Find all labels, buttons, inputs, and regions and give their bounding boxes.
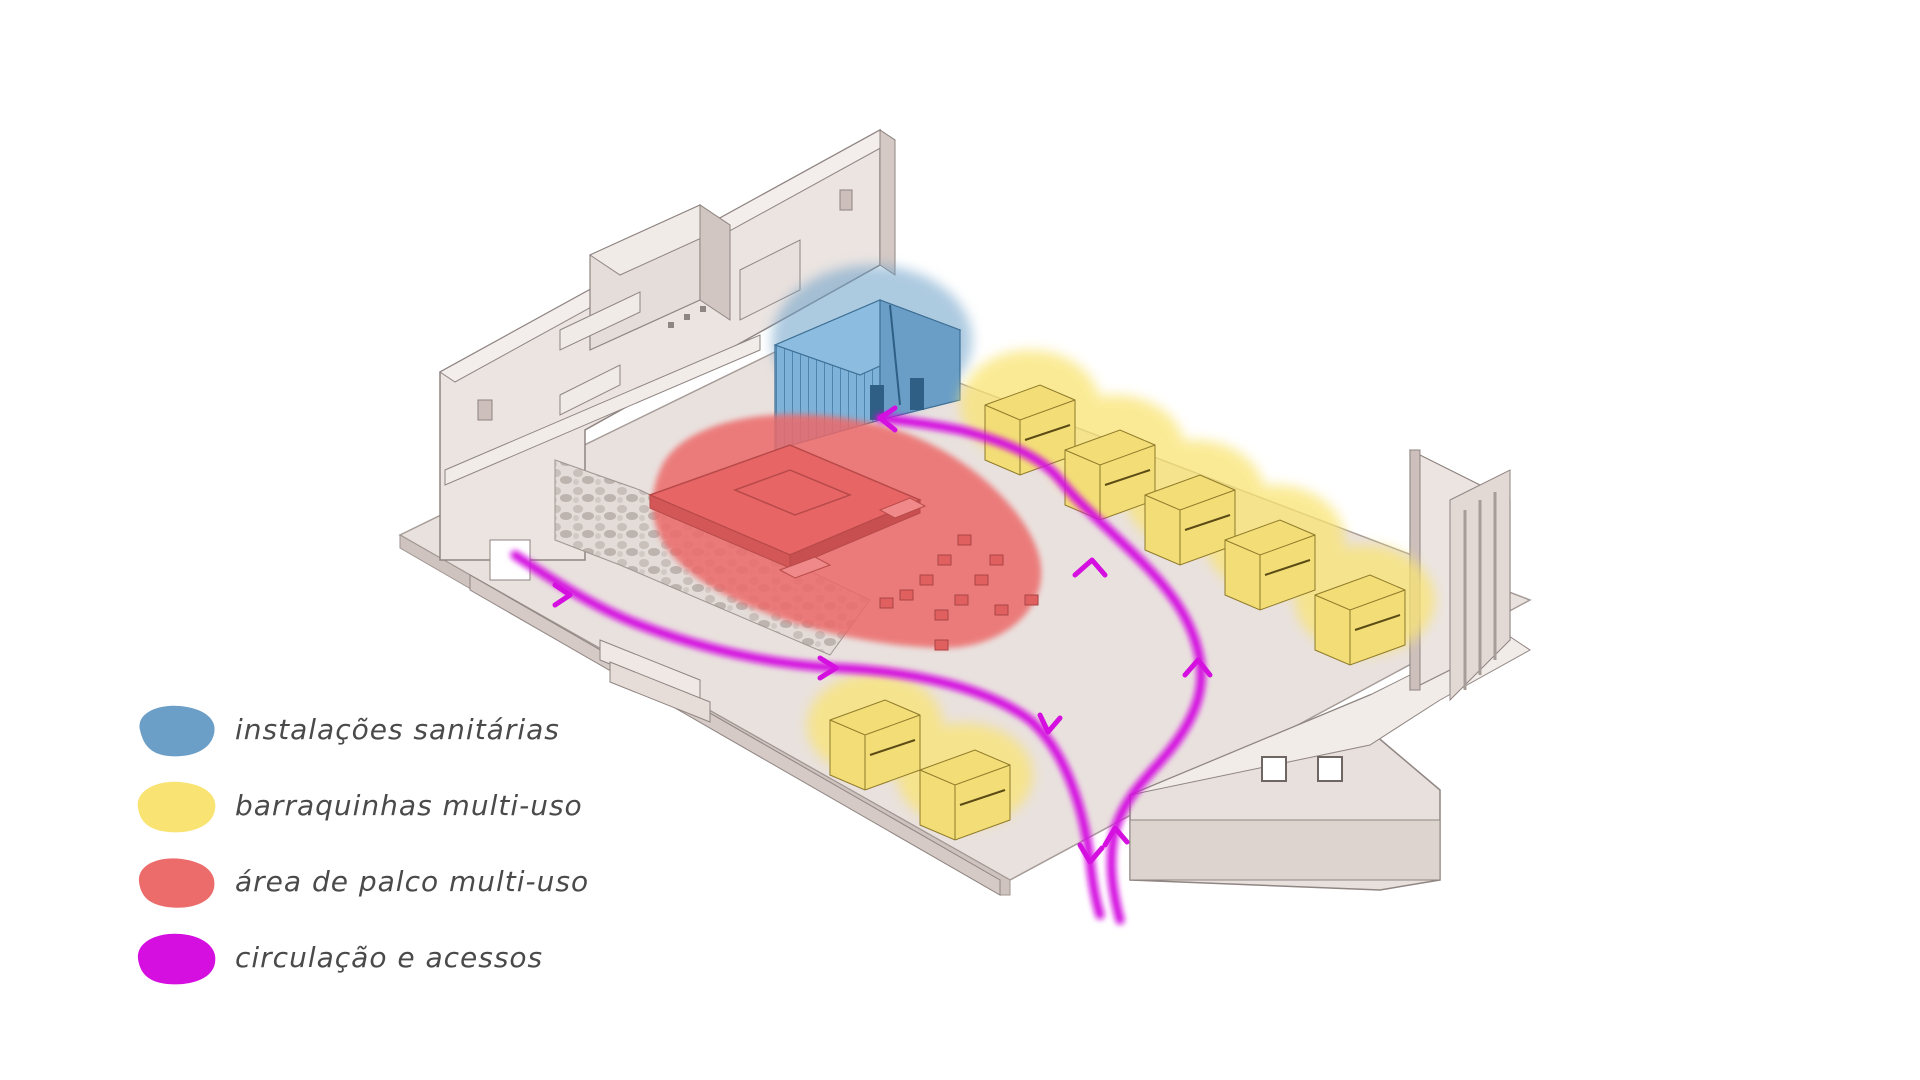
balcony	[559, 291, 641, 351]
right-building	[1129, 449, 1531, 891]
circulation-arrow	[1182, 657, 1213, 678]
seat-block	[919, 574, 934, 586]
legend-label: circulação e acessos	[235, 941, 544, 974]
stall	[1224, 519, 1316, 611]
stage-seating	[879, 534, 1039, 651]
circulation-arrow	[1102, 825, 1130, 848]
sanitary-partition	[889, 304, 901, 406]
stall	[1064, 429, 1156, 521]
stall	[1144, 474, 1236, 566]
upper-volume-side	[699, 204, 731, 321]
stall-counter	[1264, 559, 1311, 576]
legend-swatch-stalls	[137, 781, 216, 833]
legend-blob	[137, 933, 216, 985]
legend-blob	[137, 781, 216, 833]
stage-step	[878, 497, 927, 519]
stall-box	[919, 749, 1011, 841]
window	[700, 306, 706, 312]
legend-swatch-stage	[138, 858, 215, 908]
stall-counter	[1104, 469, 1151, 486]
stalls-zone	[807, 350, 1435, 841]
seat-block	[879, 597, 894, 609]
stall-box	[1224, 519, 1316, 611]
balcony-lower	[559, 364, 621, 416]
sanitary-door	[910, 378, 924, 410]
circulation-arrow	[1072, 557, 1108, 578]
stall-counter	[959, 789, 1006, 806]
circulation-path-north	[875, 413, 1206, 925]
ledge	[444, 334, 761, 486]
legend-swatch-sanitary	[139, 705, 215, 757]
legend-blob	[139, 705, 215, 757]
stall-frames	[829, 384, 1406, 841]
window	[1317, 756, 1343, 782]
window	[1261, 756, 1287, 782]
seat-block	[954, 594, 969, 606]
sanitary-zone	[772, 265, 972, 451]
rear-wall-side	[879, 129, 896, 276]
seat-block	[937, 554, 952, 566]
seat-block	[1024, 594, 1039, 606]
circulation-arrow	[1037, 712, 1063, 735]
sanitary-block-side	[879, 299, 961, 421]
stage-inner-square	[732, 469, 853, 516]
circulation-arrow	[552, 582, 573, 608]
circulation-arrow	[877, 405, 898, 433]
front-left-wall	[469, 574, 1001, 896]
stall-counter	[1354, 614, 1401, 631]
seat-block	[899, 589, 914, 601]
legend-item-sanitary: instalações sanitárias	[130, 700, 650, 770]
seat-block	[994, 604, 1009, 616]
seat-block	[974, 574, 989, 586]
legend-label: barraquinhas multi-uso	[235, 789, 583, 822]
legend-label: instalações sanitárias	[235, 713, 560, 746]
stage-platform-side	[789, 499, 921, 569]
stage-zone	[647, 414, 1042, 651]
stall-box	[1314, 574, 1406, 666]
window	[668, 322, 674, 328]
stall-counter	[1024, 424, 1071, 441]
legend-swatch-circulation	[137, 933, 216, 985]
circulation-arrow	[817, 655, 839, 681]
circulation-arrow	[1077, 842, 1105, 865]
legend-item-stalls: barraquinhas multi-uso	[130, 776, 650, 846]
legend-blob	[138, 858, 215, 908]
steps	[609, 661, 711, 723]
stall	[919, 749, 1011, 841]
seat-block	[957, 534, 972, 546]
seat-block	[934, 639, 949, 651]
seat-block	[989, 554, 1004, 566]
stage-step	[778, 556, 832, 579]
sanitary-door	[870, 385, 884, 420]
window	[477, 399, 493, 421]
window	[839, 189, 853, 211]
window	[684, 314, 690, 320]
stall-counter	[869, 739, 916, 756]
stall-counter	[1184, 514, 1231, 531]
right-block-lower	[1129, 819, 1441, 881]
stall	[1314, 574, 1406, 666]
circulation-paths	[510, 413, 1206, 925]
circulation-arrows	[552, 405, 1213, 865]
legend-item-stage: área de palco multi-uso	[130, 852, 650, 922]
legend-label: área de palco multi-uso	[235, 865, 590, 898]
seat-block	[934, 609, 949, 621]
rear-building	[439, 128, 896, 581]
legend-item-circulation: circulação e acessos	[130, 928, 650, 998]
circulation-path-west	[510, 550, 1105, 920]
